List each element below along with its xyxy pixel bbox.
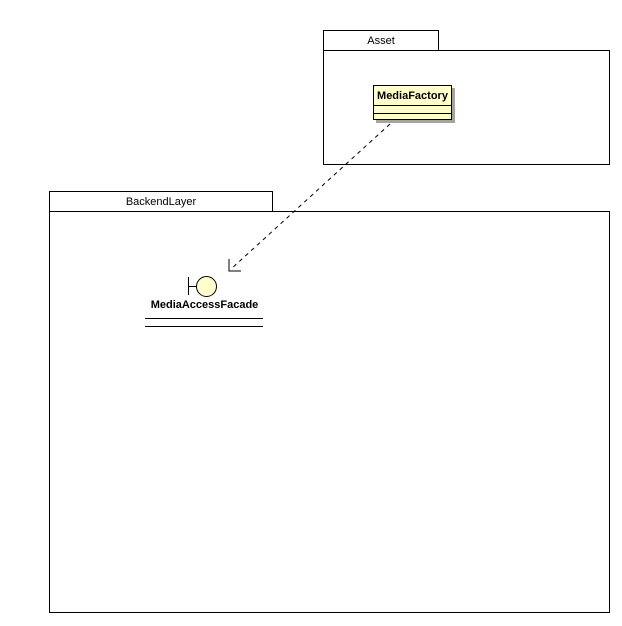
interface-name-label: MediaAccessFacade (150, 299, 259, 311)
class-name-label: MediaFactory (374, 86, 451, 106)
open-arrowhead-icon (228, 259, 241, 272)
package-tab-asset[interactable]: Asset (323, 30, 439, 50)
package-label-backendlayer: BackendLayer (125, 195, 197, 208)
package-label-asset: Asset (367, 34, 395, 47)
package-tab-backendlayer[interactable]: BackendLayer (49, 191, 273, 211)
class-node-mediafactory[interactable]: MediaFactory (373, 85, 452, 120)
package-body-asset[interactable] (323, 50, 610, 165)
package-body-backendlayer[interactable] (49, 211, 610, 613)
dependency-line[interactable] (230, 123, 391, 270)
interface-lollipop-icon[interactable] (196, 276, 217, 297)
class-attributes-compartment (374, 106, 451, 114)
